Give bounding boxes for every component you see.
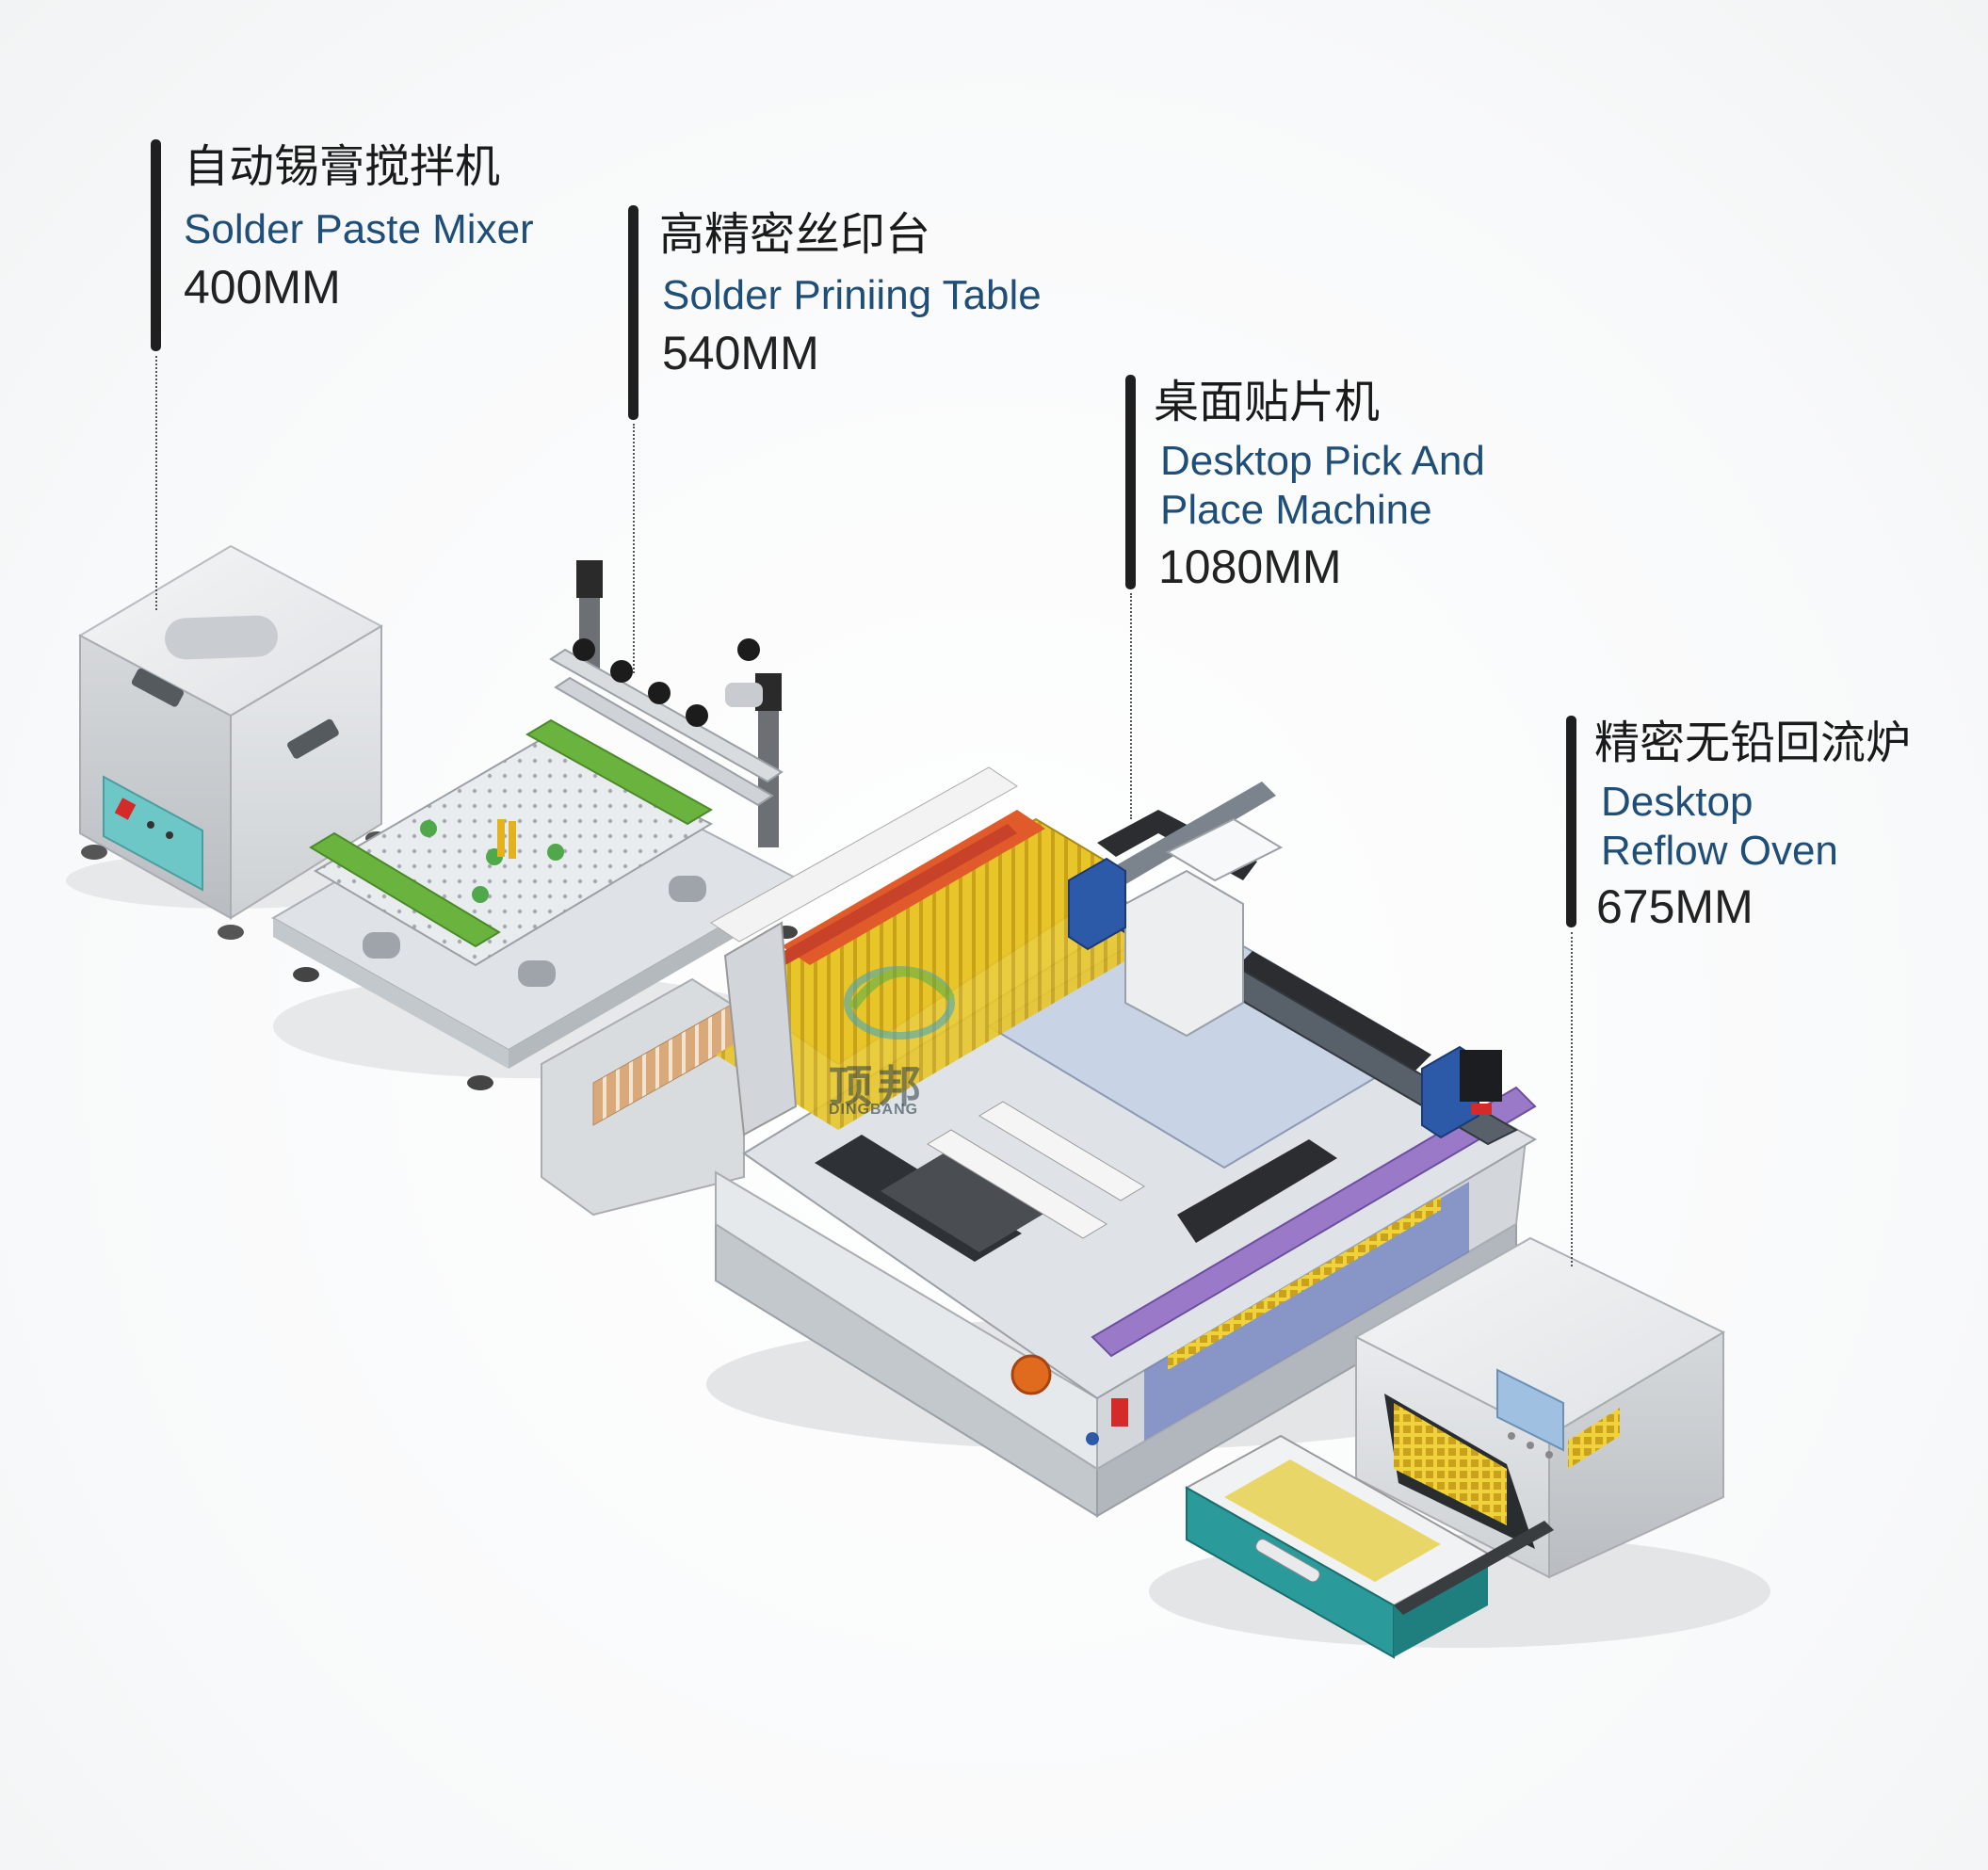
oven-label-bar: [1566, 716, 1576, 927]
oven-label-size: 675MM: [1596, 880, 1754, 933]
pnp-label-en-line1: Desktop Pick And: [1160, 438, 1485, 484]
pnp-label-size: 1080MM: [1158, 540, 1342, 593]
printer-label-bar: [628, 205, 638, 420]
printer-label-en: Solder Priniing Table: [662, 272, 1042, 318]
watermark-en: DINGBANG: [829, 1102, 919, 1118]
oven-leader-line: [1571, 932, 1573, 1266]
pnp-leader-line: [1130, 593, 1132, 819]
oven-label-en-line2: Reflow Oven: [1601, 828, 1838, 874]
pnp-label-en-line2: Place Machine: [1160, 487, 1432, 533]
mixer-leader-line: [155, 356, 157, 610]
mixer-label-size: 400MM: [184, 261, 341, 314]
dingbang-logo-watermark: [844, 966, 955, 1040]
reflow-oven-illustration: [1149, 1236, 1770, 1659]
pnp-label-bar: [1125, 375, 1136, 589]
oven-label-cn: 精密无铅回流炉: [1594, 717, 1912, 769]
pnp-label-cn: 桌面贴片机: [1154, 376, 1381, 428]
printer-leader-line: [633, 424, 635, 673]
mixer-label-en: Solder Paste Mixer: [184, 206, 534, 252]
solder-paste-mixer-illustration: [66, 544, 396, 940]
oven-label-en-line1: Desktop: [1601, 779, 1754, 825]
pick-and-place-machine-illustration: [541, 766, 1538, 1518]
printer-label-cn: 高精密丝印台: [659, 208, 931, 261]
watermark-cn: 顶邦: [829, 1061, 927, 1112]
printer-label-size: 540MM: [662, 327, 819, 379]
mixer-label-cn: 自动锡膏搅拌机: [184, 140, 501, 193]
mixer-label-bar: [151, 139, 161, 351]
